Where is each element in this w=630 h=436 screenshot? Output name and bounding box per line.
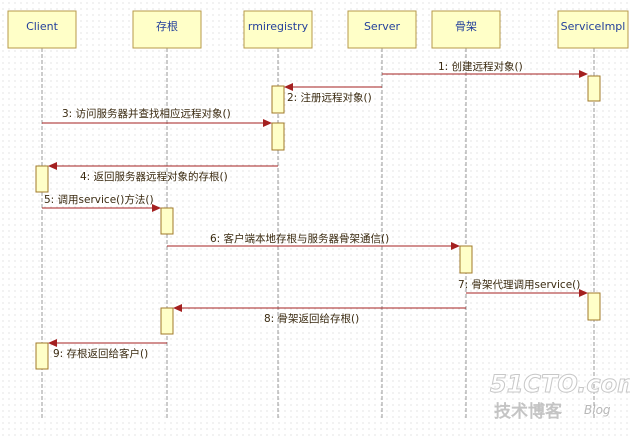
activation-skeleton: [459, 245, 473, 274]
activation-serviceimpl: [587, 292, 601, 321]
message-label-8: 8: 骨架返回给存根(): [264, 312, 359, 325]
message-label-5: 5: 调用service()方法(): [44, 193, 154, 206]
message-label-7: 7: 骨架代理调用service(): [458, 279, 580, 291]
watermark-tagline: 技术博客: [494, 401, 563, 422]
participant-server[interactable]: Server: [347, 10, 417, 49]
activation-rmiregistry: [271, 122, 285, 151]
participant-name: Server: [364, 20, 401, 33]
participant-client[interactable]: Client: [7, 10, 77, 49]
message-label-4: 4: 返回服务器远程对象的存根(): [80, 170, 228, 183]
participant-name: 存根: [156, 19, 178, 33]
participant-stub[interactable]: 存根: [132, 10, 202, 49]
activation-client: [35, 342, 49, 370]
participant-name: 骨架: [455, 20, 477, 33]
watermark-blog: Blog: [584, 403, 611, 417]
participant-name: Client: [26, 20, 59, 33]
message-label-6: 6: 客户端本地存根与服务器骨架通信(): [210, 232, 389, 245]
participant-serviceimpl[interactable]: ServiceImpl: [557, 10, 629, 49]
participant-name: ServiceImpl: [561, 20, 626, 33]
activation-stub: [160, 307, 174, 335]
participant-rmiregistry[interactable]: rmiregistry: [243, 10, 313, 49]
watermark: 51CTO.com 技术博客 Blog: [490, 370, 630, 423]
participant-skeleton[interactable]: 骨架: [431, 10, 501, 49]
message-label-3: 3: 访问服务器并查找相应远程对象(): [62, 107, 231, 120]
activation-serviceimpl: [587, 75, 601, 102]
message-label-1: 1: 创建远程对象(): [438, 60, 523, 73]
message-label-2: 2: 注册远程对象(): [287, 91, 372, 104]
activation-client: [35, 165, 49, 193]
activation-rmiregistry: [271, 85, 285, 114]
watermark-brand: 51CTO.com: [490, 370, 630, 398]
participant-name: rmiregistry: [248, 20, 309, 33]
activation-stub: [160, 207, 174, 235]
message-label-9: 9: 存根返回给客户(): [53, 347, 148, 360]
